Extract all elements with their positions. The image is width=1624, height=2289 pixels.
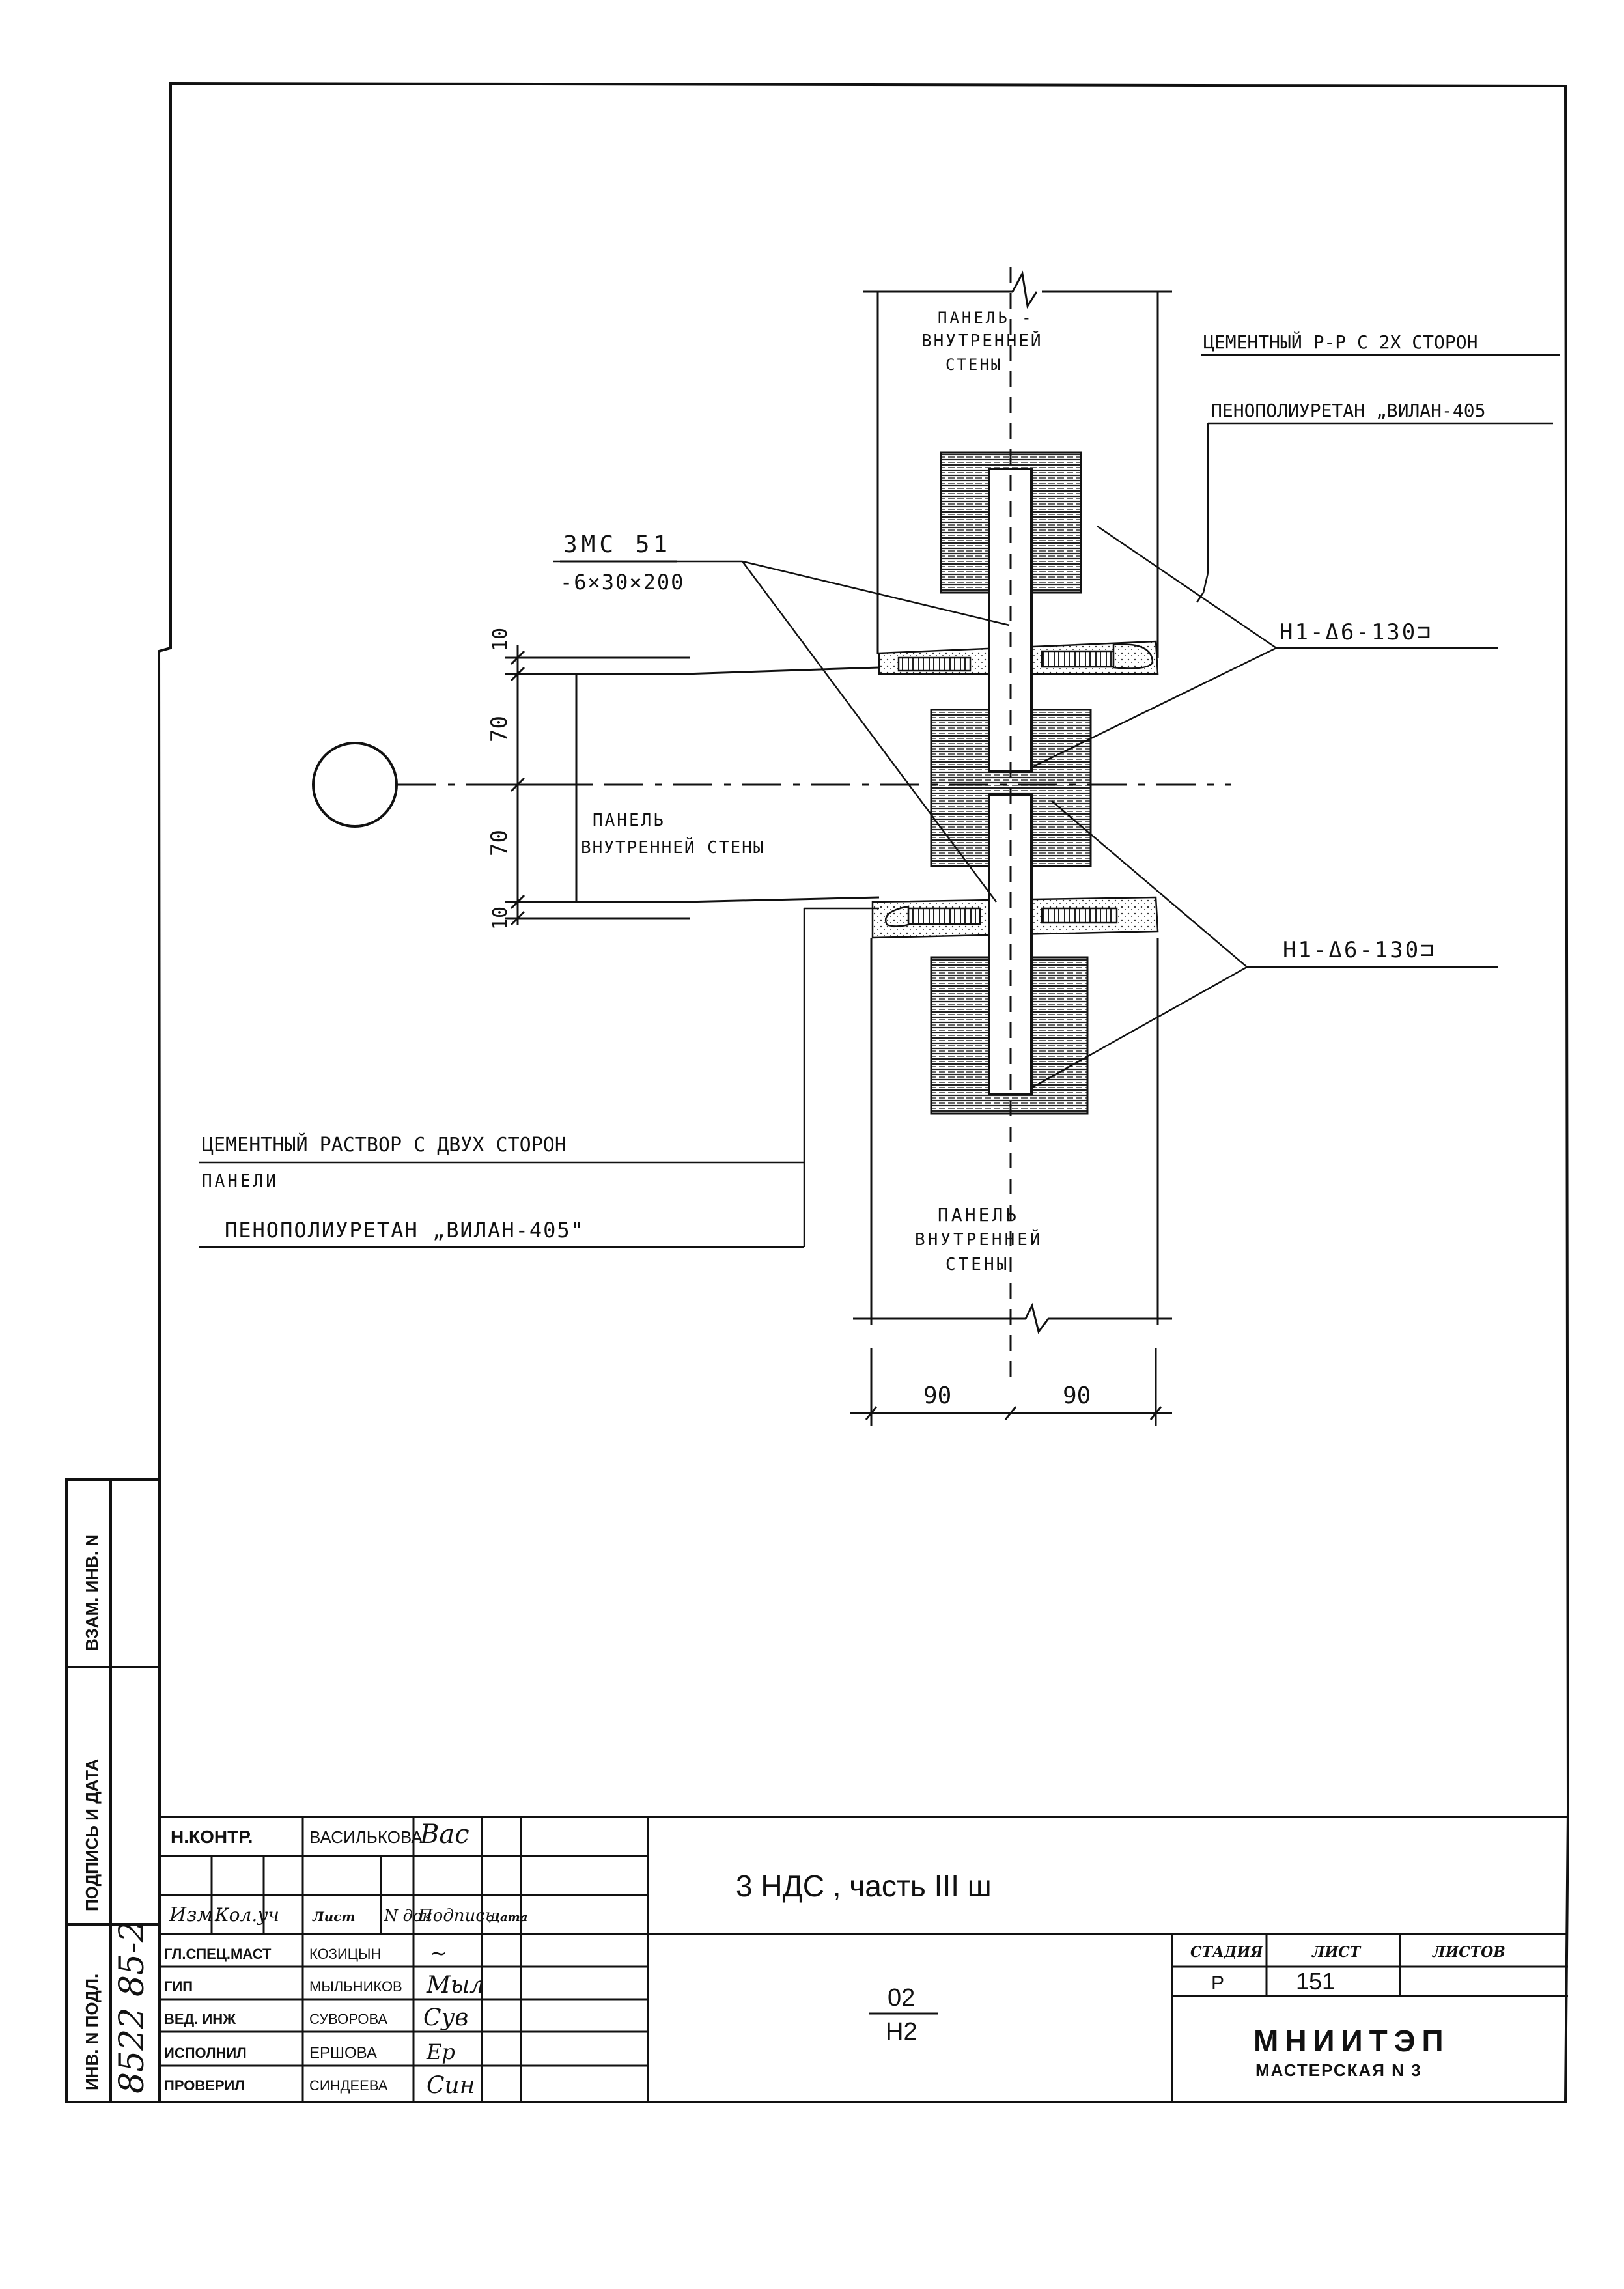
node-denominator: Н2	[886, 2018, 917, 2045]
row-4-name: ЕРШОВА	[309, 2044, 377, 2062]
callout-right-top-2: ПЕНОПОЛИУРЕТАН „ВИЛАН-405	[1211, 400, 1485, 421]
sheet-label: ЛИСТ	[1311, 1944, 1362, 1961]
callout-left-1b: ПАНЕЛИ	[202, 1172, 279, 1191]
panel-bottom-label-3: СТЕНЫ	[945, 1255, 1009, 1274]
col-podpis: Подпись	[417, 1906, 494, 1926]
side-stamp-inv-number: 8522 85-2	[113, 1920, 152, 2094]
row-3-name: СУВОРОВА	[309, 2011, 387, 2027]
horizontal-dimension-chain	[850, 1348, 1172, 1426]
side-stamp-inv-podl: ИНВ. N ПОДЛ.	[82, 1974, 102, 2090]
side-stamp-podpis: ПОДПИСЬ И ДАТА	[82, 1759, 102, 1911]
h1-bottom-label: Н1-Δ6-130⊐	[1283, 937, 1436, 963]
panel-top-label-3: СТЕНЫ	[945, 356, 1002, 374]
stage-grid	[1172, 1934, 1568, 1997]
row-1-sign: ~	[430, 1941, 447, 1965]
zmc-label-line1: ЗМС 51	[563, 531, 671, 558]
org-sub: МАСТЕРСКАЯ N 3	[1255, 2060, 1422, 2080]
vertical-dimension-chain	[505, 645, 690, 926]
sheet-frame	[157, 81, 1570, 2103]
row-1-role: ГЛ.СПЕЦ.МАСТ	[164, 1946, 272, 1962]
callout-left-1a: ЦЕМЕНТНЫЙ РАСТВОР С ДВУХ СТОРОН	[202, 1133, 567, 1157]
axis-marker-circle	[312, 742, 398, 828]
org-name: МНИИТЭП	[1253, 2024, 1450, 2058]
row-5-name: СИНДЕЕВА	[309, 2077, 388, 2094]
row-5-sign: Син	[427, 2072, 475, 2099]
title-block-grid	[160, 1816, 1568, 2102]
panel-mid-label-1: ПАНЕЛЬ	[593, 811, 665, 830]
row-2-role: ГИП	[164, 1978, 193, 1995]
panel-bottom-label-1: ПАНЕЛЬ	[938, 1204, 1019, 1226]
dim-70-bottom: 70	[486, 830, 512, 856]
dim-90-right: 90	[1063, 1383, 1091, 1409]
side-stamp-vzam: ВЗАМ. ИНВ. N	[82, 1534, 102, 1651]
dim-90-left: 90	[923, 1383, 951, 1409]
leader-lines	[199, 354, 1560, 1248]
h1-top-label: Н1-Δ6-130⊐	[1280, 619, 1433, 645]
sheets-label: ЛИСТОВ	[1432, 1944, 1505, 1961]
panel-bottom-label-2: ВНУТРЕННЕЙ	[915, 1229, 1043, 1250]
col-izm: Изм.	[169, 1903, 219, 1926]
panel-bottom	[853, 938, 1172, 1334]
project-title: 3 НДС , часть III ш	[736, 1869, 992, 1903]
panel-top-label-2: ВНУТРЕННЕЙ	[921, 330, 1043, 351]
callout-right-top-1: ЦЕМЕНТНЫЙ Р-Р С 2Х СТОРОН	[1203, 331, 1477, 353]
title-block-left-grid	[160, 1817, 648, 2102]
zmc-label-line2: -6×30×200	[560, 570, 684, 595]
panel-top-label-1: ПАНЕЛЬ -	[938, 309, 1034, 327]
stage-value: Р	[1211, 1973, 1224, 1994]
nkontr-sign: Вас	[419, 1819, 469, 1849]
row-5-role: ПРОВЕРИЛ	[164, 2077, 245, 2094]
col-list: Лист	[312, 1909, 356, 1924]
dim-70-top: 70	[486, 716, 512, 742]
panel-mid-label-2: ВНУТРЕННЕЙ СТЕНЫ	[581, 837, 764, 858]
nkontr-role: Н.КОНТР.	[171, 1827, 253, 1847]
dim-10-top: 10	[489, 628, 512, 651]
sheet-value: 151	[1296, 1968, 1335, 1995]
callout-left-2: ПЕНОПОЛИУРЕТАН „ВИЛАН-405"	[225, 1218, 585, 1243]
col-koluch: Кол.уч	[214, 1904, 279, 1926]
dim-10-bottom: 10	[489, 906, 512, 930]
row-3-role: ВЕД. ИНЖ	[164, 2011, 236, 2027]
nkontr-name: ВАСИЛЬКОВА	[309, 1827, 423, 1847]
side-stamp	[65, 1478, 161, 2103]
row-3-sign: Сув	[423, 2004, 468, 2031]
node-numerator: 02	[888, 1984, 915, 2012]
stage-label: СТАДИЯ	[1190, 1944, 1263, 1961]
col-ndok: N док	[384, 1907, 432, 1925]
row-4-sign: Ер	[426, 2040, 455, 2064]
col-data: Дата	[489, 1911, 527, 1924]
row-1-name: КОЗИЦЫН	[309, 1946, 381, 1962]
row-2-name: МЫЛЬНИКОВ	[309, 1978, 402, 1995]
row-4-role: ИСПОЛНИЛ	[164, 2045, 247, 2061]
row-2-sign: Мыл	[426, 1972, 484, 1999]
